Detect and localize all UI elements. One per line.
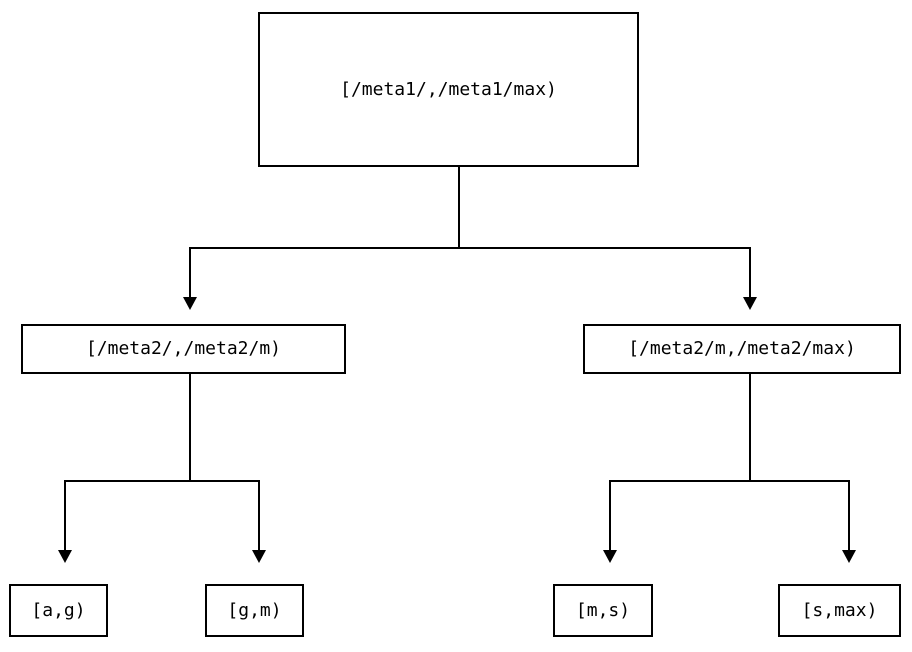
node-leaf-m-s[interactable]: [m,s): [553, 584, 653, 637]
node-mid-left-label: [/meta2/,/meta2/m): [85, 338, 282, 359]
edge-root-to-mid-left-drop: [189, 247, 191, 297]
node-leaf-a-g[interactable]: [a,g): [9, 584, 108, 637]
edge-mid-right-stem: [749, 374, 751, 482]
edge-mid-right-to-leaf-ms-drop: [609, 480, 611, 550]
edge-root-crossbar: [189, 247, 751, 249]
edge-root-stem: [458, 167, 460, 249]
arrow-root-to-mid-left: [183, 297, 197, 310]
node-leaf-s-max[interactable]: [s,max): [778, 584, 901, 637]
arrow-mid-left-to-leaf-gm: [252, 550, 266, 563]
arrow-root-to-mid-right: [743, 297, 757, 310]
edge-mid-right-crossbar: [609, 480, 850, 482]
node-mid-left[interactable]: [/meta2/,/meta2/m): [21, 324, 346, 374]
edge-mid-right-to-leaf-smax-drop: [848, 480, 850, 550]
node-leaf-s-max-label: [s,max): [801, 599, 878, 621]
arrow-mid-right-to-leaf-ms: [603, 550, 617, 563]
edge-mid-left-crossbar: [64, 480, 260, 482]
node-leaf-a-g-label: [a,g): [31, 599, 86, 621]
node-root-label: [/meta1/,/meta1/max): [340, 78, 557, 100]
node-mid-right[interactable]: [/meta2/m,/meta2/max): [583, 324, 901, 374]
node-mid-right-label: [/meta2/m,/meta2/max): [628, 338, 856, 359]
node-root[interactable]: [/meta1/,/meta1/max): [258, 12, 639, 167]
edge-mid-left-to-leaf-ag-drop: [64, 480, 66, 550]
arrow-mid-left-to-leaf-ag: [58, 550, 72, 563]
node-leaf-g-m[interactable]: [g,m): [205, 584, 304, 637]
node-leaf-m-s-label: [m,s): [575, 599, 631, 621]
edge-mid-left-stem: [189, 374, 191, 482]
node-leaf-g-m-label: [g,m): [227, 599, 282, 621]
arrow-mid-right-to-leaf-smax: [842, 550, 856, 563]
edge-root-to-mid-right-drop: [749, 247, 751, 297]
edge-mid-left-to-leaf-gm-drop: [258, 480, 260, 550]
